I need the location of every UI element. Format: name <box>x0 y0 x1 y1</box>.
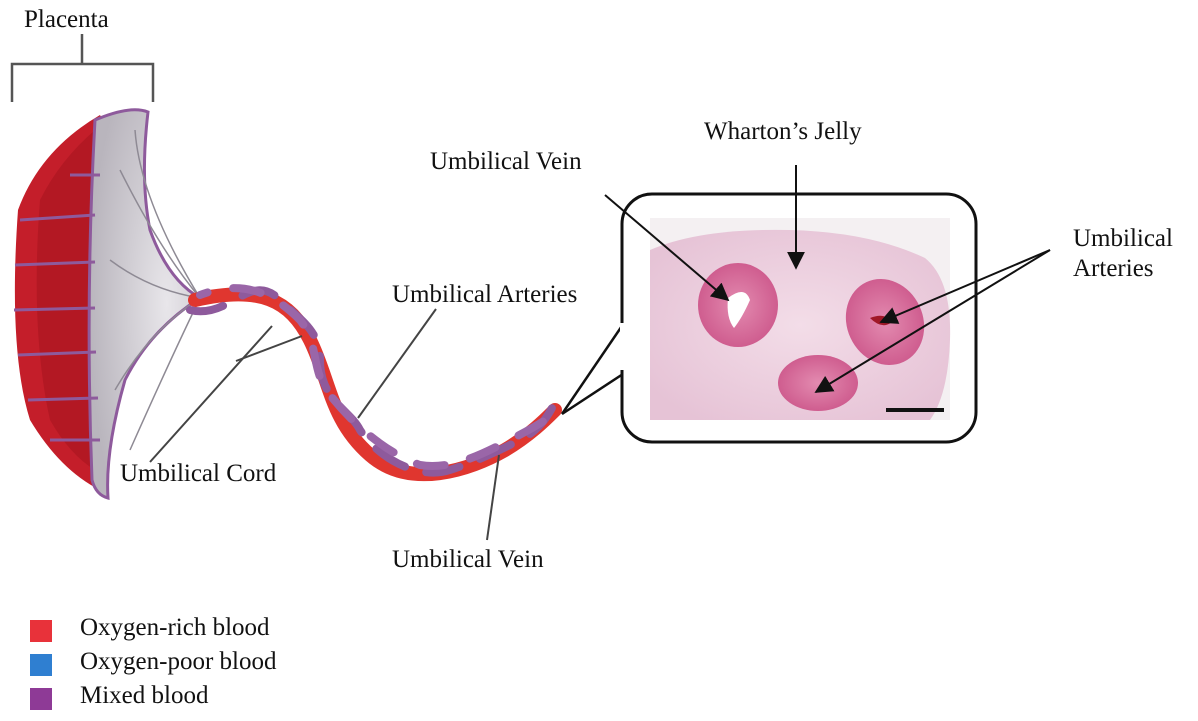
umbilical-artery-strand-2 <box>200 288 556 466</box>
histology-cross-section <box>650 218 950 420</box>
oxygen-rich-swatch <box>30 620 52 642</box>
placenta-label: Placenta <box>24 6 109 35</box>
legend-label-oxygen-poor: Oxygen-poor blood <box>80 648 277 676</box>
mixed-swatch <box>30 688 52 710</box>
umbilical-arteries-section-label-line2: Arteries <box>1073 254 1173 284</box>
placenta-bracket <box>12 34 153 102</box>
placenta-illustration <box>14 110 200 498</box>
umbilical-cord-illustration <box>190 288 556 474</box>
umbilical-arteries-cord-label: Umbilical Arteries <box>392 281 577 310</box>
umbilical-cord-label: Umbilical Cord <box>120 460 276 489</box>
legend-label-oxygen-rich: Oxygen-rich blood <box>80 614 270 642</box>
oxygen-poor-swatch <box>30 654 52 676</box>
umbilical-arteries-section-label: Umbilical Arteries <box>1073 224 1173 284</box>
umbilical-vein-cord-label: Umbilical Vein <box>392 546 544 575</box>
umbilical-arteries-section-label-line1: Umbilical <box>1073 224 1173 254</box>
umbilical-artery-section-2 <box>778 355 858 411</box>
umbilical-vein-section-label: Umbilical Vein <box>430 148 582 177</box>
legend-label-mixed: Mixed blood <box>80 682 208 710</box>
wharton-jelly-label: Wharton’s Jelly <box>704 118 862 147</box>
cord-leader-lines <box>150 309 499 540</box>
